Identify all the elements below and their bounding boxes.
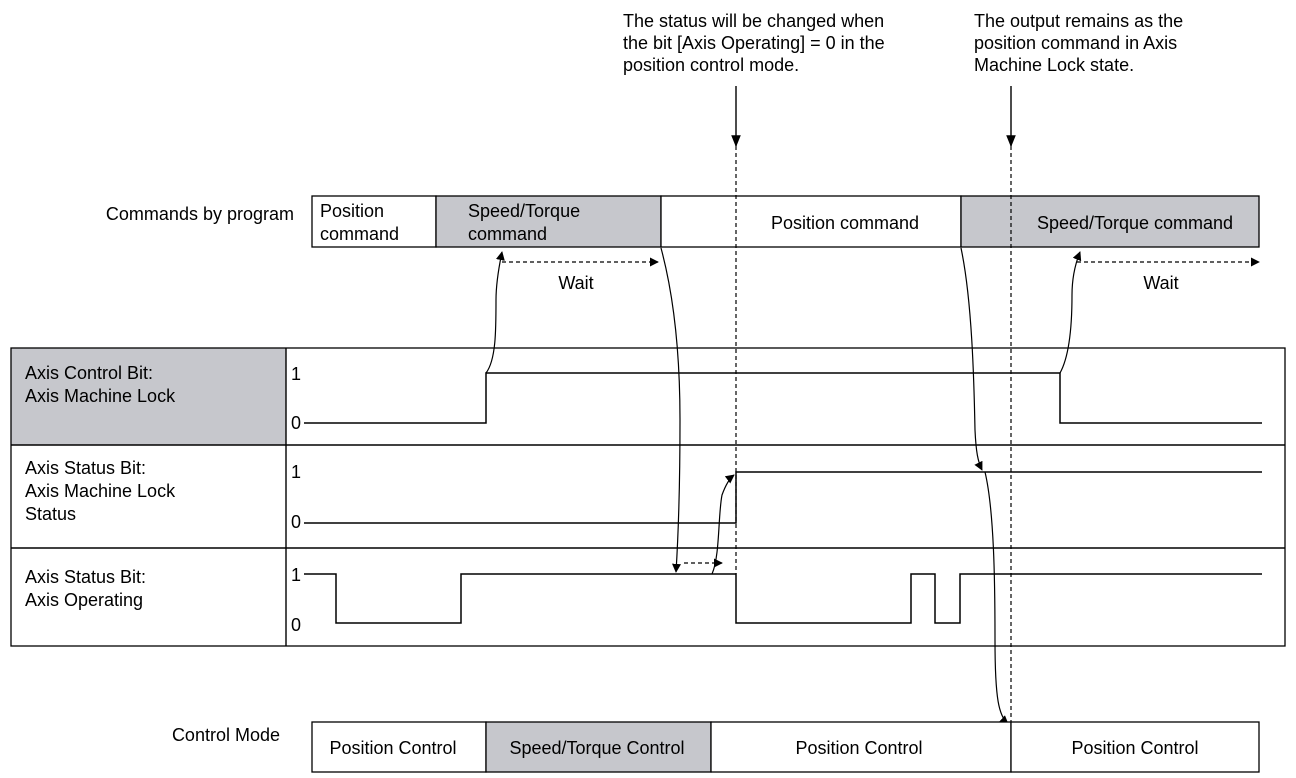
waveform-axis-operating: [304, 573, 1262, 624]
wait-label-1: Wait: [558, 273, 593, 293]
signal-label-machine-lock: Axis Control Bit: Axis Machine Lock: [25, 363, 176, 406]
waveform-axis-machine-lock-status: [304, 471, 1262, 524]
command-segment-speed-torque-1: [435, 195, 662, 248]
annotation-output-remains-line-2: position command in Axis: [974, 33, 1177, 53]
mode-segment-speed-torque-label: Speed/Torque Control: [509, 738, 684, 758]
mode-segment-position-2: [710, 721, 1012, 773]
cause-arrow-lock-to-command: [485, 251, 505, 374]
cause-arrow-lock-to-command-2: [1059, 251, 1082, 374]
mode-segment-position-1: [311, 721, 487, 773]
signal-table-frame: [10, 347, 1286, 647]
annotation-status-change: The status will be changed when the bit …: [623, 11, 890, 75]
command-segment-speed-torque-2-label: Speed/Torque command: [1037, 213, 1233, 233]
level-high-2: 1: [291, 462, 301, 482]
command-segment-position-1-label: Position command: [320, 201, 399, 244]
mode-segment-speed-torque: [485, 721, 712, 773]
commands-row-label: Commands by program: [106, 204, 294, 224]
level-high-3: 1: [291, 565, 301, 585]
cause-arrow-command-to-operating: [660, 247, 681, 573]
level-low-2: 0: [291, 512, 301, 532]
signal-label-cell-shaded: [11, 348, 286, 445]
command-segment-position-2-label: Position command: [771, 213, 919, 233]
annotation-output-remains: The output remains as the position comma…: [974, 11, 1188, 75]
signal-label-machine-lock-status: Axis Status Bit: Axis Machine Lock Statu…: [25, 458, 180, 524]
control-mode-label: Control Mode: [172, 725, 280, 745]
mode-segment-position-3: [1010, 721, 1260, 773]
mode-segment-position-1-label: Position Control: [329, 738, 456, 758]
cause-arrow-status-to-mode: [984, 471, 1009, 725]
level-low-1: 0: [291, 413, 301, 433]
command-segment-speed-torque-1-label: Speed/Torque command: [468, 201, 585, 244]
command-segment-position-2: [660, 195, 962, 248]
signal-label-axis-operating: Axis Status Bit: Axis Operating: [25, 567, 151, 610]
command-segment-position-1: [311, 195, 437, 248]
waveform-axis-machine-lock: [304, 372, 1262, 424]
annotation-output-remains-line-1: The output remains as the: [974, 11, 1183, 31]
level-low-3: 0: [291, 615, 301, 635]
annotation-status-change-line-2: the bit [Axis Operating] = 0 in the: [623, 33, 885, 53]
annotation-output-remains-line-3: Machine Lock state.: [974, 55, 1134, 75]
annotation-status-change-line-3: position control mode.: [623, 55, 799, 75]
annotation-status-change-line-1: The status will be changed when: [623, 11, 884, 31]
level-high-1: 1: [291, 364, 301, 384]
cause-arrow-operating-to-status: [711, 474, 735, 575]
wait-label-2: Wait: [1143, 273, 1178, 293]
mode-segment-position-2-label: Position Control: [795, 738, 922, 758]
mode-segment-position-3-label: Position Control: [1071, 738, 1198, 758]
cause-arrow-command-to-status: [960, 247, 983, 471]
